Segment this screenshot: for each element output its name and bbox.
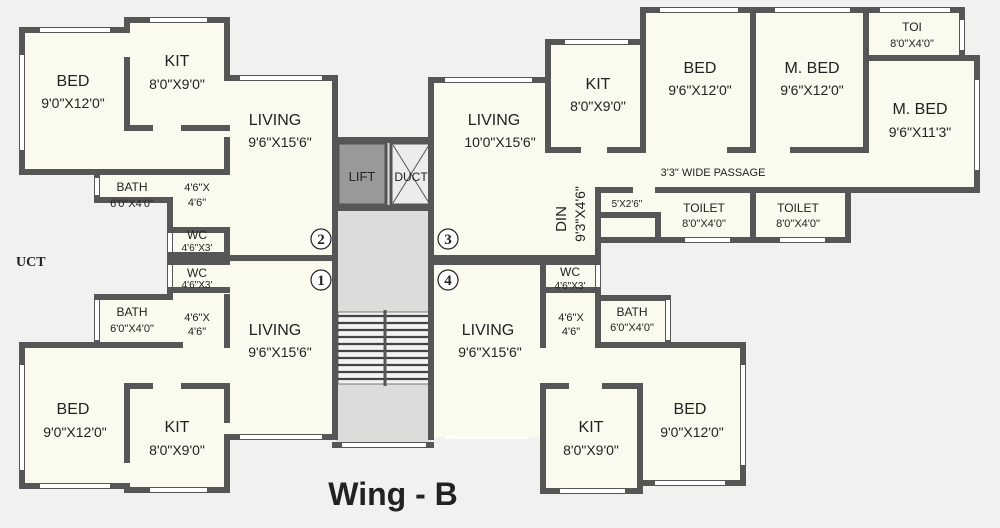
side-duct-label: UCT [16, 255, 46, 270]
room-dim: 4'6"X3' [555, 281, 586, 292]
room-dim: 4'6"X [184, 182, 210, 194]
room-dim: 4'6"X [184, 312, 210, 324]
room-dim: 5'X2'6" [612, 199, 643, 210]
flat-1: WC 4'6"X3' 1 BATH 6'0"X4'0" 4'6"X 4'6" L… [43, 266, 332, 458]
room-name: WC [560, 265, 580, 279]
flat-2: BED 9'0"X12'0" KIT 8'0"X9'0" LIVING 9'6"… [41, 53, 332, 254]
room-dim: 4'6"X3' [182, 280, 213, 291]
room-dim: 6'0"X4'0" [110, 198, 154, 210]
room-dim: 9'6"X12'0" [668, 82, 732, 98]
room-dim: 4'6" [562, 326, 580, 338]
room-dim: 8'0"X4'0" [890, 38, 934, 50]
room-dim: 9'0"X12'0" [41, 95, 105, 111]
flat-number-badge [437, 269, 459, 291]
room-name: LIVING [249, 112, 301, 129]
duct-label: DUCT [394, 170, 428, 184]
flat-number-badge [310, 228, 332, 250]
room-dim: 8'0"X9'0" [149, 442, 205, 458]
room-name: TOILET [777, 201, 819, 215]
room-dim: 9'3"X4'6" [572, 186, 588, 242]
room-name: BED [674, 401, 707, 418]
room-name: WC [187, 266, 207, 280]
room-dim: 8'0"X9'0" [149, 76, 205, 92]
room-dim: 9'6"X12'0" [780, 82, 844, 98]
flat-number: 4 [444, 273, 452, 289]
room-name: TOILET [683, 201, 725, 215]
room-dim: 6'0"X4'0" [610, 322, 654, 334]
room-dim: 8'0"X9'0" [570, 98, 626, 114]
room-dim: 9'6"X15'6" [248, 134, 312, 150]
flat-number-badge [437, 228, 459, 250]
windows [20, 8, 979, 493]
room-name: BATH [116, 305, 147, 319]
room-name: KIT [165, 53, 190, 70]
room-dim: 6'0"X4'0" [110, 323, 154, 335]
room-dim: 8'0"X4'0" [776, 218, 820, 230]
room-name: BED [57, 401, 90, 418]
room-name: BED [684, 60, 717, 77]
room-name: DIN [553, 206, 570, 232]
room-dim: 4'6"X [558, 312, 584, 324]
room-dim: 9'6"X11'3" [889, 124, 952, 140]
passage-label: 3'3" WIDE PASSAGE [661, 167, 766, 179]
flat-number-badge [310, 269, 332, 291]
room-name: BATH [116, 180, 147, 194]
wing-title: Wing - B [328, 476, 457, 512]
room-name: KIT [165, 419, 190, 436]
room-name: KIT [586, 76, 611, 93]
room-name: BED [57, 73, 90, 90]
lift-label: LIFT [349, 169, 376, 184]
room-dim: 9'0"X12'0" [660, 424, 724, 440]
room-name: KIT [579, 419, 604, 436]
room-name: BATH [616, 305, 647, 319]
room-dim: 4'6" [188, 326, 206, 338]
room-dim: 9'6"X15'6" [248, 344, 312, 360]
room-name: LIVING [468, 112, 520, 129]
room-dim: 8'0"X4'0" [682, 218, 726, 230]
room-name: M. BED [892, 101, 947, 118]
room-name: LIVING [462, 322, 514, 339]
flat-number: 2 [317, 232, 325, 248]
room-dim: 4'6" [188, 197, 206, 209]
room-name: LIVING [249, 322, 301, 339]
room-dim: 4'6"X3' [182, 243, 213, 254]
flat-number: 3 [444, 232, 452, 248]
flat-4: 4 WC 4'6"X3' BATH 6'0"X4'0" 4'6"X 4'6" L… [437, 265, 724, 458]
room-name: M. BED [784, 60, 839, 77]
room-name: TOI [902, 20, 922, 34]
flat-3: LIVING 10'0"X15'6" KIT 8'0"X9'0" BED 9'6… [437, 20, 952, 250]
room-dim: 9'0"X12'0" [43, 424, 107, 440]
room-dim: 8'0"X9'0" [563, 442, 619, 458]
room-name: WC [187, 228, 207, 242]
room-dim: 9'6"X15'6" [458, 344, 522, 360]
room-dim: 10'0"X15'6" [464, 134, 535, 150]
staircase [337, 310, 432, 386]
flat-number: 1 [317, 273, 325, 289]
